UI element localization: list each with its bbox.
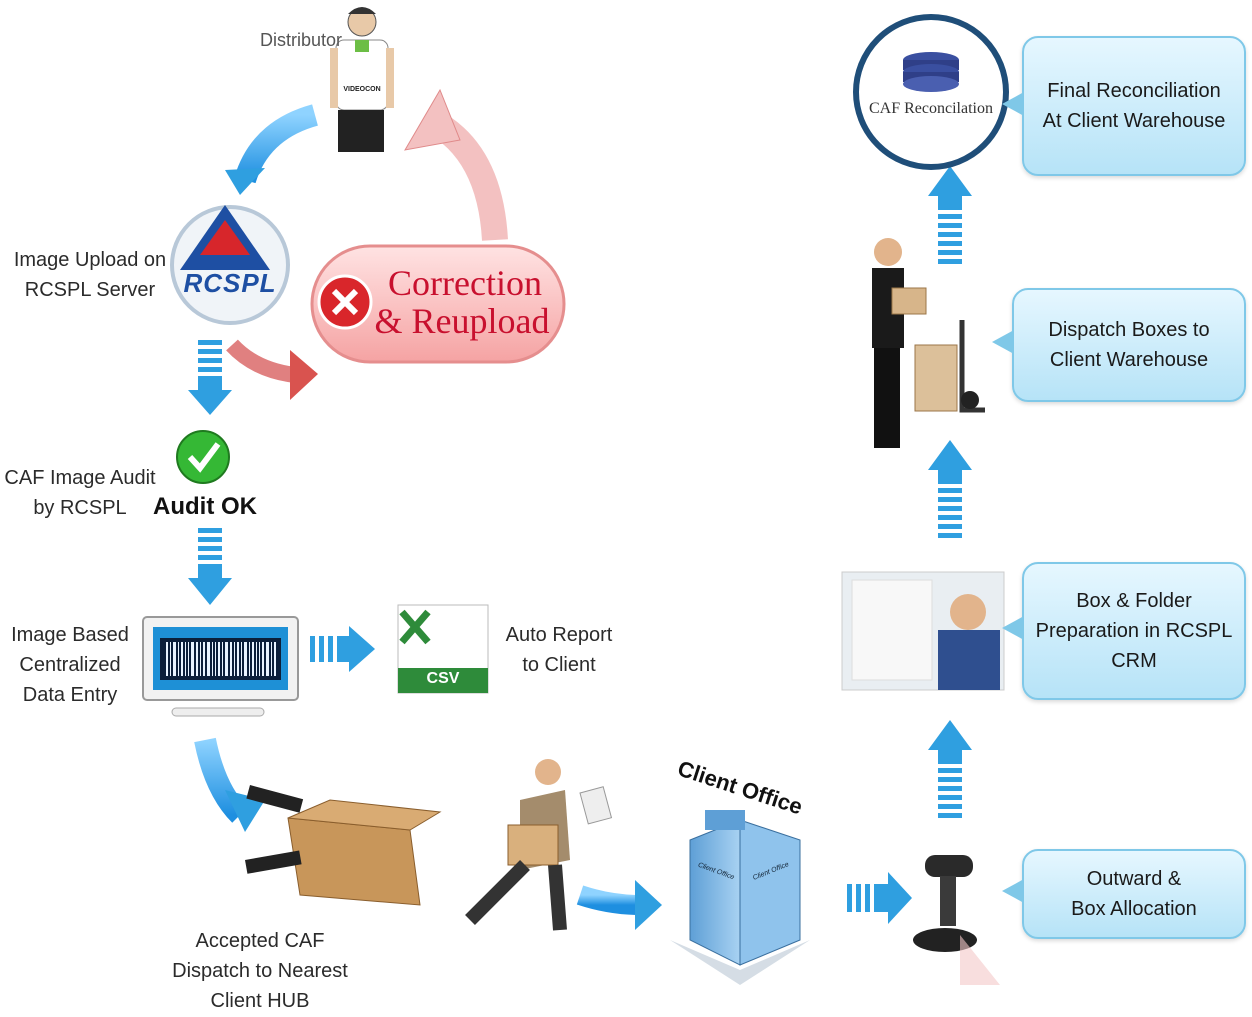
barcode-bar	[222, 642, 223, 676]
barcode-bar	[196, 642, 198, 676]
barcode-bar	[274, 642, 276, 676]
barcode-bar	[271, 642, 272, 676]
barcode-bar	[215, 642, 216, 676]
csv-label: CSV	[426, 670, 460, 687]
distributor-figure	[330, 7, 394, 152]
barcode-bar	[218, 642, 220, 676]
outward-bubble: Outward & Box Allocation	[1002, 849, 1246, 939]
barcode-bar	[166, 642, 168, 676]
barcode-bar	[191, 642, 194, 676]
dispatch-boxes-text: Dispatch Boxes to Client Warehouse	[1048, 319, 1210, 371]
final-reconciliation-text: Final Reconciliation At Client Warehouse	[1042, 80, 1226, 132]
barcode-bar	[170, 642, 171, 676]
distributor-shirt-text: VIDEOCON	[343, 86, 381, 93]
correction-return-arrowhead	[404, 88, 461, 151]
client-office-building	[670, 810, 810, 985]
barcode-bar	[212, 642, 213, 676]
up-arrow-scanner-box	[928, 720, 972, 818]
barcode-bar	[178, 642, 179, 676]
bubble-tail	[1002, 92, 1024, 116]
caf-box	[244, 785, 442, 906]
down-arrow-audit-entry	[188, 528, 232, 605]
rcspl-logo-text: RCSPL	[183, 268, 277, 298]
box-folder-text: Box & Folder Preparation in RCSPL CRM	[1035, 590, 1233, 672]
barcode-bar	[230, 642, 232, 676]
bubble-tail	[1002, 879, 1024, 903]
barcode-bar	[185, 642, 186, 676]
barcode-bar	[203, 642, 205, 676]
barcode-bar	[244, 642, 247, 676]
data-entry-monitor	[142, 616, 299, 717]
arrow-to-client-office	[576, 885, 641, 915]
barcode-bar	[256, 642, 257, 676]
barcode-bar	[252, 642, 254, 676]
barcode-bar	[262, 642, 264, 676]
accepted-caf-label: Accepted CAF Dispatch to Nearest Client …	[172, 930, 348, 1012]
audit-ok-check	[176, 430, 230, 484]
correction-pill	[310, 244, 566, 364]
flow-arrowhead-to-rcspl	[225, 168, 265, 195]
image-upload-label: Image Upload on RCSPL Server	[13, 249, 167, 301]
auto-report-label: Auto Report to Client	[505, 624, 613, 676]
barcode-bar	[249, 642, 250, 676]
barcode-bar	[234, 642, 235, 676]
barcode-bar	[173, 642, 176, 676]
delivery-worker	[872, 238, 985, 448]
caf-reconciliation-label: CAF Reconcilation	[869, 100, 993, 117]
barcode-bar	[225, 642, 228, 676]
outward-text: Outward & Box Allocation	[1071, 868, 1197, 920]
box-folder-photo	[841, 571, 1005, 691]
right-arrow-to-scanner	[847, 872, 912, 924]
barcode-bar	[188, 642, 189, 676]
barcode-scanner	[913, 855, 1000, 985]
final-reconciliation-bubble: Final Reconciliation At Client Warehouse	[1002, 36, 1246, 176]
barcode-bar	[259, 642, 260, 676]
up-arrow-box-dispatch	[928, 440, 972, 538]
up-arrow-dispatch-reconcile	[928, 166, 972, 264]
arrow-to-client-office-head	[635, 880, 662, 930]
dispatch-boxes-bubble: Dispatch Boxes to Client Warehouse	[992, 288, 1246, 402]
rcspl-logo	[170, 205, 290, 325]
caf-audit-label: CAF Image Audit by RCSPL	[4, 467, 156, 519]
barcode-bar	[200, 642, 201, 676]
barcode-bar	[207, 642, 210, 676]
rcspl-to-correction-arrowhead	[290, 350, 318, 400]
barcode-bar	[266, 642, 269, 676]
csv-file-icon	[397, 604, 489, 694]
rcspl-to-correction-arrow	[226, 339, 297, 383]
distributor-label: Distributor	[259, 30, 343, 50]
audit-ok-label: Audit OK	[153, 493, 257, 520]
barcode-bar	[237, 642, 239, 676]
data-entry-label: Image Based Centralized Data Entry	[11, 624, 129, 706]
right-arrow-to-csv	[310, 626, 375, 672]
barcode-bar	[241, 642, 242, 676]
bubble-tail	[992, 330, 1014, 354]
bubble-tail	[1002, 616, 1024, 640]
down-arrow-upload-audit	[188, 340, 232, 415]
courier-figure	[465, 759, 613, 931]
barcode-bar	[181, 642, 183, 676]
box-folder-bubble: Box & Folder Preparation in RCSPL CRM	[1002, 562, 1246, 700]
caf-reconciliation-circle	[853, 14, 1009, 170]
correction-line1: Correction	[388, 263, 542, 303]
correction-line2: & Reupload	[374, 301, 550, 341]
